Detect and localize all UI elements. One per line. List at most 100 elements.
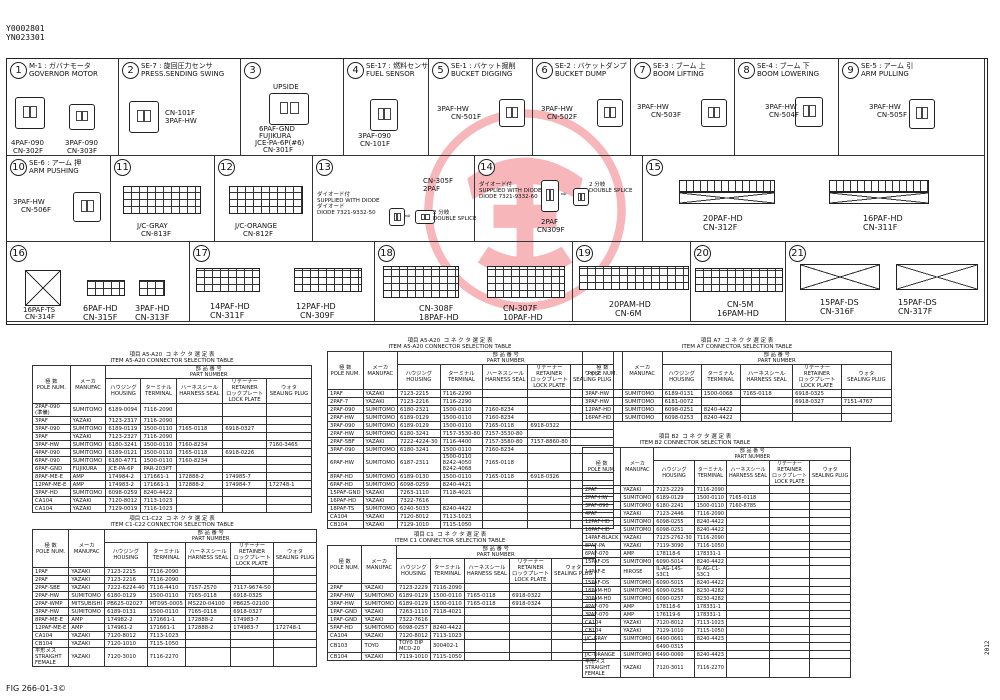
table-cell-terminal: 7116-2090 bbox=[146, 567, 186, 576]
table-cell-pole: 16PAF-HD bbox=[581, 525, 622, 534]
table-cell-seal bbox=[463, 631, 511, 640]
part-code: 3PAF-090 bbox=[358, 132, 391, 140]
cn-code: CN-506F bbox=[21, 206, 52, 214]
table-cell-seal bbox=[725, 549, 771, 558]
table-cell-plug bbox=[809, 594, 852, 603]
table-cell-pole: J/C-ORANGE bbox=[581, 650, 622, 659]
table-cell-seal bbox=[725, 485, 771, 494]
table-cell-housing: 7120-8012 bbox=[653, 618, 695, 627]
item-number-badge: 10 bbox=[10, 159, 27, 176]
part-code: 6PAF-GND bbox=[259, 125, 295, 133]
cn-code: CN-101F bbox=[165, 109, 196, 117]
table-header-part-number: 部 品 番 号 PART NUMBER bbox=[105, 365, 312, 379]
part-code: 3PAF-HW bbox=[869, 103, 901, 111]
table-cell-plug bbox=[840, 405, 893, 414]
table-cell-maker: SUMITOMO bbox=[620, 493, 655, 502]
table-cell-pole: CB104 bbox=[326, 652, 363, 661]
table-cell-seal: 7160-8234 bbox=[482, 405, 529, 414]
table-cell-terminal bbox=[693, 642, 727, 651]
part-code: J/C-GRAY bbox=[137, 222, 168, 230]
table-cell-seal bbox=[725, 634, 771, 643]
table-cell-retainer bbox=[769, 509, 811, 518]
table-cell-maker: SUMITOMO bbox=[620, 586, 655, 595]
table-cell-terminal: 7116-2290 bbox=[439, 397, 484, 406]
table-header-housing: ハウジング HOUSING bbox=[104, 542, 148, 568]
table-cell-plug bbox=[265, 416, 313, 425]
table-cell-plug bbox=[272, 599, 318, 608]
table-cell-plug bbox=[272, 647, 318, 667]
part-code: 2PAF bbox=[541, 218, 559, 226]
table-cell-pole: 6PAF-GND bbox=[32, 464, 71, 473]
table-cell-pole: CB103 bbox=[326, 639, 363, 653]
table-cell-maker: AMP bbox=[620, 602, 655, 611]
table-cell-maker: SUMITOMO bbox=[68, 607, 106, 616]
table-cell-retainer bbox=[527, 504, 571, 513]
table-cell-plug bbox=[265, 432, 313, 441]
table-header-plug: ウォタ SEALING PLUG bbox=[809, 460, 852, 486]
table-row: 6490-0315 bbox=[581, 642, 852, 651]
table-cell-seal bbox=[725, 594, 771, 603]
table-cell-pole: 1PAF bbox=[327, 389, 364, 398]
table-cell-seal: 7165-0118 bbox=[482, 472, 529, 481]
maker-part: JCE-PA-6P(#6) bbox=[255, 139, 305, 147]
table-cell-housing: 174984-2 bbox=[105, 472, 142, 481]
table-cell-maker: AMP bbox=[68, 623, 106, 632]
table-cell-maker: YAZAKI bbox=[68, 639, 106, 648]
cn-code: CN-313F bbox=[135, 313, 170, 322]
table-cell-housing: 7123-2216 bbox=[397, 397, 441, 406]
figure-label: FIG 266-01-3© bbox=[6, 684, 67, 693]
connector-cell-15: 15 20PAF-HD CN-312F 16PAF-HD CN-311F bbox=[643, 156, 985, 242]
connector-cell-6: 6 SE-2 : バケットダンプ BUCKET DUMP 3PAF-HW CN-… bbox=[533, 59, 631, 156]
table-cell-retainer: 7157-8860-80 bbox=[527, 437, 571, 446]
table-cell-terminal: 7116-2090 bbox=[693, 509, 727, 518]
table-cell-seal: 7165-0118 bbox=[482, 453, 529, 473]
table-cell-housing: 6189-0119 bbox=[105, 424, 142, 433]
table-cell-pole: CB104 bbox=[327, 520, 364, 529]
table-cell-maker bbox=[620, 642, 655, 651]
connector-pin-grid bbox=[896, 264, 978, 290]
part-code: 15PAF-DS bbox=[820, 298, 859, 307]
table-cell-retainer: 174983-7 bbox=[230, 623, 274, 632]
part-code: 3PAF-HW bbox=[765, 103, 797, 111]
table-cell-retainer bbox=[769, 602, 811, 611]
connector-drawing bbox=[573, 188, 589, 206]
connector-pin-grid bbox=[139, 280, 165, 296]
table-cell-terminal: 7115-1050 bbox=[693, 626, 727, 635]
connector-cell-5: 5 SE-1 : バケット掘削 BUCKET DIGGING 3PAF-HW C… bbox=[429, 59, 533, 156]
table-cell-plug bbox=[265, 424, 313, 433]
table-cell-terminal: 8240-4422 bbox=[140, 488, 177, 497]
table-cell-terminal: 1500-0110 bbox=[693, 493, 727, 502]
table-cell-retainer bbox=[769, 594, 811, 603]
cn-code: CN-812F bbox=[243, 230, 274, 238]
part-code: 18PAF-HD bbox=[419, 313, 459, 322]
table-cell-housing: 7120-1010 bbox=[104, 639, 148, 648]
table-cell-terminal: 1500-0110 bbox=[146, 591, 186, 600]
cn-code: CN-502F bbox=[547, 113, 578, 121]
table-header-terminal: ターミナル TERMINAL bbox=[439, 364, 484, 390]
table-cell-pole: 2PAF-7 bbox=[327, 397, 364, 406]
table-cell-terminal: 1500-0110 bbox=[439, 445, 484, 454]
table-cell-housing: 6189-0131 bbox=[661, 389, 702, 398]
table-cell-retainer bbox=[769, 541, 811, 550]
table-header-maker: メーカ MANUFAC bbox=[69, 365, 107, 404]
table-cell-pole: 15PAF-GND bbox=[327, 488, 364, 497]
table-cell-plug bbox=[809, 525, 852, 534]
table-cell-seal bbox=[463, 615, 511, 624]
table-cell-maker: YAZAKI bbox=[69, 504, 107, 513]
table-cell-retainer: 174985-7 bbox=[222, 472, 267, 481]
table-cell-plug bbox=[272, 615, 318, 624]
table-cell-maker: YAZAKI bbox=[69, 432, 107, 441]
table-cell-retainer bbox=[509, 652, 553, 661]
